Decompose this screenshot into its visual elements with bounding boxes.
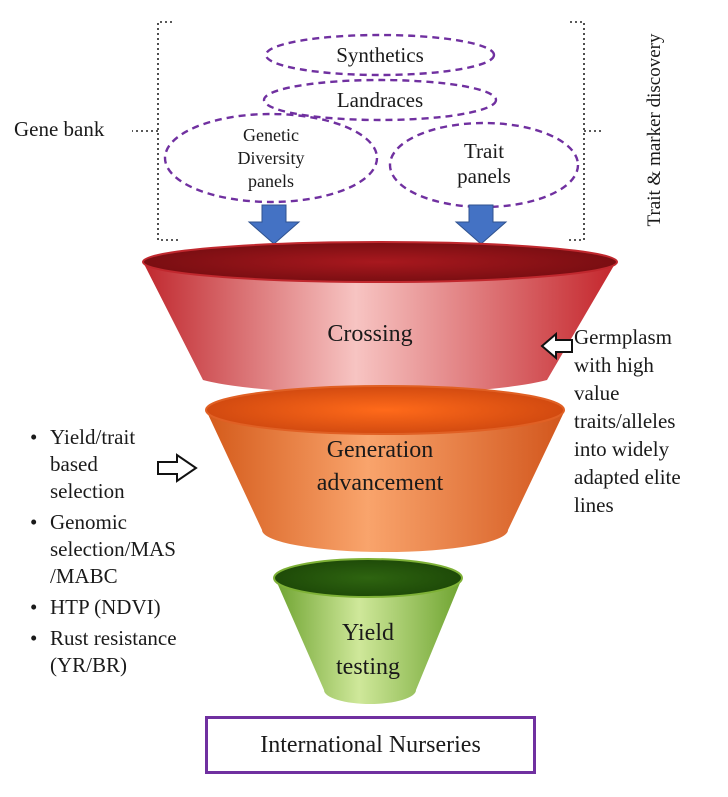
yield-label-line2: testing	[336, 654, 400, 680]
germplasm-line: into widely	[574, 437, 670, 461]
list-item-line: based	[50, 452, 98, 476]
list-item: Genomic selection/MAS /MABC	[26, 509, 216, 590]
list-item-line: selection	[50, 479, 125, 503]
list-item: Yield/trait based selection	[26, 424, 216, 505]
list-item-line: /MABC	[50, 564, 118, 588]
gene-bank-bracket	[132, 21, 180, 241]
germplasm-line: value	[574, 381, 620, 405]
list-item-line: HTP (NDVI)	[50, 595, 161, 619]
generation-label-line1: Generation	[327, 437, 434, 463]
outline-arrow-left-icon	[540, 331, 573, 361]
gene-bank-label: Gene bank	[14, 117, 105, 141]
list-item-line: (YR/BR)	[50, 653, 128, 677]
germplasm-line: adapted elite	[574, 465, 681, 489]
generation-funnel-section	[205, 385, 565, 552]
germplasm-description: Germplasm with high value traits/alleles…	[574, 323, 724, 519]
crossing-funnel-section	[142, 241, 618, 394]
list-item: HTP (NDVI)	[26, 594, 216, 621]
list-item: Rust resistance (YR/BR)	[26, 625, 216, 679]
genetic-diversity-label-line3: panels	[248, 171, 294, 191]
list-item-line: Genomic	[50, 510, 127, 534]
germplasm-line: lines	[574, 493, 614, 517]
genetic-diversity-label-line2: Diversity	[238, 148, 305, 168]
trait-panels-label-line1: Trait	[464, 139, 504, 163]
trait-marker-bracket	[566, 21, 604, 241]
trait-panels-label-line2: panels	[457, 164, 511, 188]
synthetics-ellipse	[264, 33, 496, 77]
crossing-label: Crossing	[327, 321, 412, 347]
international-nurseries-label: International Nurseries	[260, 731, 481, 758]
trait-marker-discovery-label: Trait & marker discovery	[644, 33, 665, 226]
germplasm-line: traits/alleles	[574, 409, 676, 433]
list-item-line: Yield/trait	[50, 425, 136, 449]
genetic-diversity-label-line1: Genetic	[243, 125, 299, 145]
germplasm-line: with high	[574, 353, 654, 377]
landraces-ellipse	[262, 78, 498, 122]
yield-label-line1: Yield	[342, 620, 394, 646]
yield-funnel-section	[273, 558, 463, 704]
generation-label-line2: advancement	[317, 470, 444, 496]
blue-arrow-left-icon	[247, 204, 301, 245]
genetic-diversity-ellipse	[163, 112, 379, 204]
blue-arrow-right-icon	[454, 204, 508, 245]
selection-methods-list: Yield/trait based selection Genomic sele…	[26, 424, 216, 683]
landraces-label: Landraces	[337, 88, 423, 112]
list-item-line: Rust resistance	[50, 626, 177, 650]
international-nurseries-box: International Nurseries	[205, 716, 536, 774]
synthetics-label: Synthetics	[336, 43, 424, 67]
germplasm-line: Germplasm	[574, 325, 672, 349]
list-item-line: selection/MAS	[50, 537, 176, 561]
